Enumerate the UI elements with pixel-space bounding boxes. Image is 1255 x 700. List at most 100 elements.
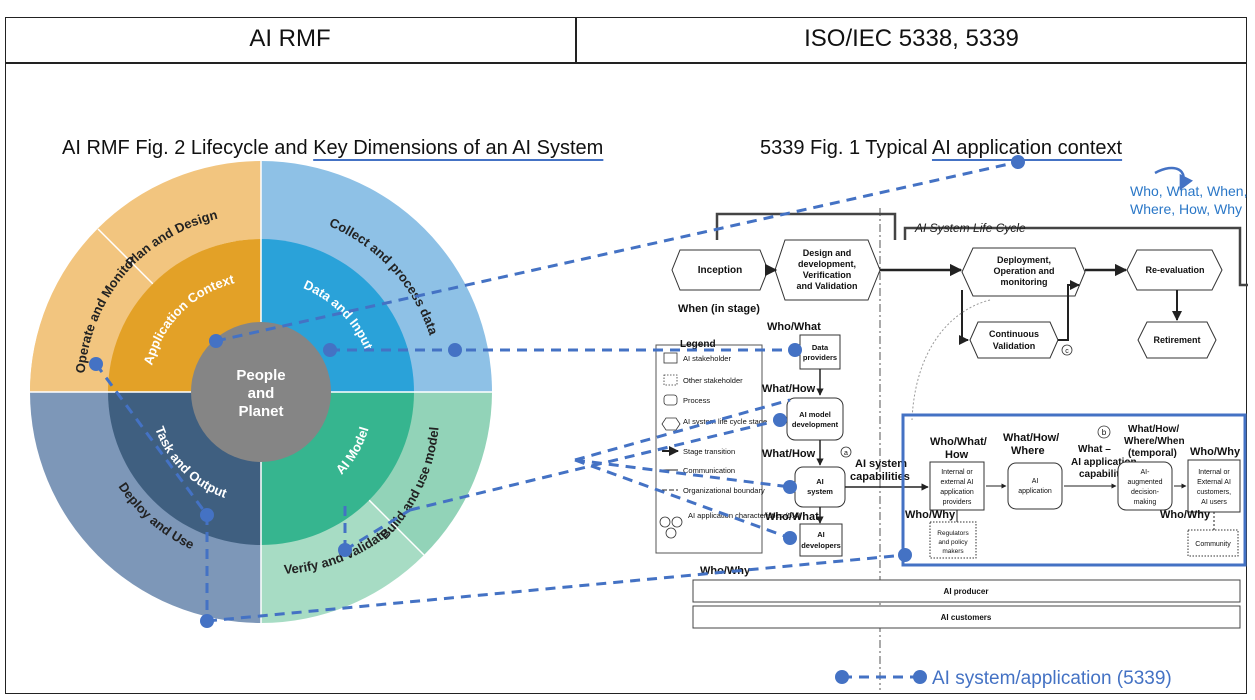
community-label: Community (1195, 541, 1231, 548)
header-column-divider (575, 17, 577, 63)
what-how-2: What/How (762, 448, 816, 460)
ai-system-l1: AI (816, 477, 824, 486)
ai-application-l2: application (1018, 488, 1052, 495)
who-why-1: Who/Why (905, 509, 956, 521)
right-title-underlined: AI application context (931, 137, 1123, 159)
blue-dots (89, 155, 1025, 684)
providers-l2: external AI (940, 479, 973, 486)
legend-icon-other (663, 374, 678, 386)
customers-l1: Internal or (1198, 469, 1230, 476)
bar-ai-customers (692, 605, 1241, 629)
temporal-l3: (temporal) (1128, 448, 1177, 459)
dot-title (1011, 155, 1025, 169)
dot-footer-end (913, 670, 927, 684)
connector-appctx-title (215, 160, 1019, 343)
left-figure-title: AI RMF Fig. 2 Lifecycle and Key Dimensio… (62, 137, 603, 160)
dot-collect (448, 343, 462, 357)
questions-line-1: Who, What, When, (1130, 183, 1247, 199)
marker-c-top-text: c (1065, 348, 1069, 355)
iso-diagram: AI System Life Cycle Inception Design an… (655, 208, 1248, 690)
bar-ai-producer-label: AI producer (944, 587, 989, 596)
legend-icon-stage (661, 417, 681, 431)
connector-model-dev-2 (409, 418, 781, 512)
what-ai-cap-l2: AI application (1071, 457, 1137, 468)
legend-icon-b (671, 516, 683, 528)
box-data-providers (799, 334, 841, 370)
questions-arrow (1154, 166, 1194, 191)
who-what-how-l1: Who/What/ (930, 436, 987, 448)
legend-title: Legend (680, 339, 716, 350)
stage-deployment-l3: monitoring (1001, 277, 1048, 287)
stage-continuous-l2: Validation (993, 341, 1036, 351)
stage-design-l2: development, (798, 259, 856, 269)
box-app-providers (929, 461, 985, 511)
stage-deployment-l1: Deployment, (997, 255, 1051, 265)
dot-ai-model (338, 543, 352, 557)
stage-continuous-l1: Continuous (989, 329, 1039, 339)
augmented-l1: AI- (1141, 469, 1151, 476)
temporal-l2: Where/When (1124, 436, 1185, 447)
what-how-where-l1: What/How/ (1003, 432, 1059, 444)
marker-b-text: b (1102, 428, 1107, 437)
ai-model-dev-l1: AI model (799, 410, 831, 419)
header-right: ISO/IEC 5338, 5339 (804, 25, 1019, 52)
dot-data-input (323, 343, 337, 357)
dot-task (200, 508, 214, 522)
dot-boundary (898, 548, 912, 562)
box-ai-customers (1187, 459, 1241, 513)
data-providers-l1: Data (812, 343, 829, 352)
dot-footer-start (835, 670, 849, 684)
legend-item-6: Organizational boundary (683, 486, 765, 495)
what-ai-cap-l3: capabilities (1079, 469, 1134, 480)
what-ai-cap-l1: What – (1078, 444, 1111, 455)
lifecycle-return-loop (903, 226, 1248, 287)
connector-fan-system (574, 458, 791, 489)
providers-l4: providers (943, 499, 972, 506)
legend-icon-stakeholder (663, 352, 678, 364)
wheel-center (191, 322, 331, 462)
dot-app-context (209, 334, 223, 348)
legend-item-0: AI stakeholder (683, 354, 731, 363)
what-how-where-l2: Where (1011, 445, 1045, 457)
lifecycle-label: AI System Life Cycle (914, 221, 1026, 235)
dot-operate (89, 357, 103, 371)
marker-a-text: a (844, 450, 848, 457)
dot-data-providers (788, 343, 802, 357)
stage-design-l4: and Validation (796, 281, 857, 291)
footer-legend-label: AI system/application (5339) (932, 668, 1172, 689)
lifecycle-top-loop (715, 212, 897, 240)
ai-developers-l1: AI (817, 530, 825, 539)
left-title-underlined: Key Dimensions of an AI System (313, 137, 604, 159)
connector-model-dev (344, 508, 411, 552)
legend-icon-c (665, 527, 677, 539)
who-what-1: Who/What (767, 321, 821, 333)
legend-item-5: Communication (683, 466, 735, 475)
capabilities-l2: capabilities (850, 471, 910, 483)
stage-inception-label: Inception (698, 265, 742, 276)
outer-frame (5, 17, 1247, 694)
marker-a (840, 446, 852, 458)
what-how-1: What/How (762, 383, 816, 395)
temporal-l1: What/How/ (1128, 424, 1179, 435)
dot-deploy (200, 614, 214, 628)
legend-icon-process (663, 394, 678, 406)
dot-model-dev (773, 413, 787, 427)
marker-c-top (1061, 344, 1073, 356)
dot-ai-system (783, 480, 797, 494)
plan-operate-divider (97, 228, 154, 285)
regulators-l2: and policy (938, 539, 968, 546)
stage-design-l1: Design and (803, 248, 852, 258)
legend-item-4: Stage transition (683, 447, 735, 456)
customers-l4: AI users (1201, 499, 1227, 506)
connector-fan-developers (574, 458, 791, 540)
blue-connectors (94, 160, 1019, 679)
customers-l3: customers, (1197, 489, 1231, 496)
center-line-3: Planet (238, 403, 283, 420)
legend-item-1: Other stakeholder (683, 376, 743, 385)
box-ai-application (1007, 462, 1063, 510)
who-what-2: Who/What (765, 511, 819, 523)
legend-icon-a (659, 516, 671, 528)
who-why-right: Who/Why (1190, 446, 1241, 458)
